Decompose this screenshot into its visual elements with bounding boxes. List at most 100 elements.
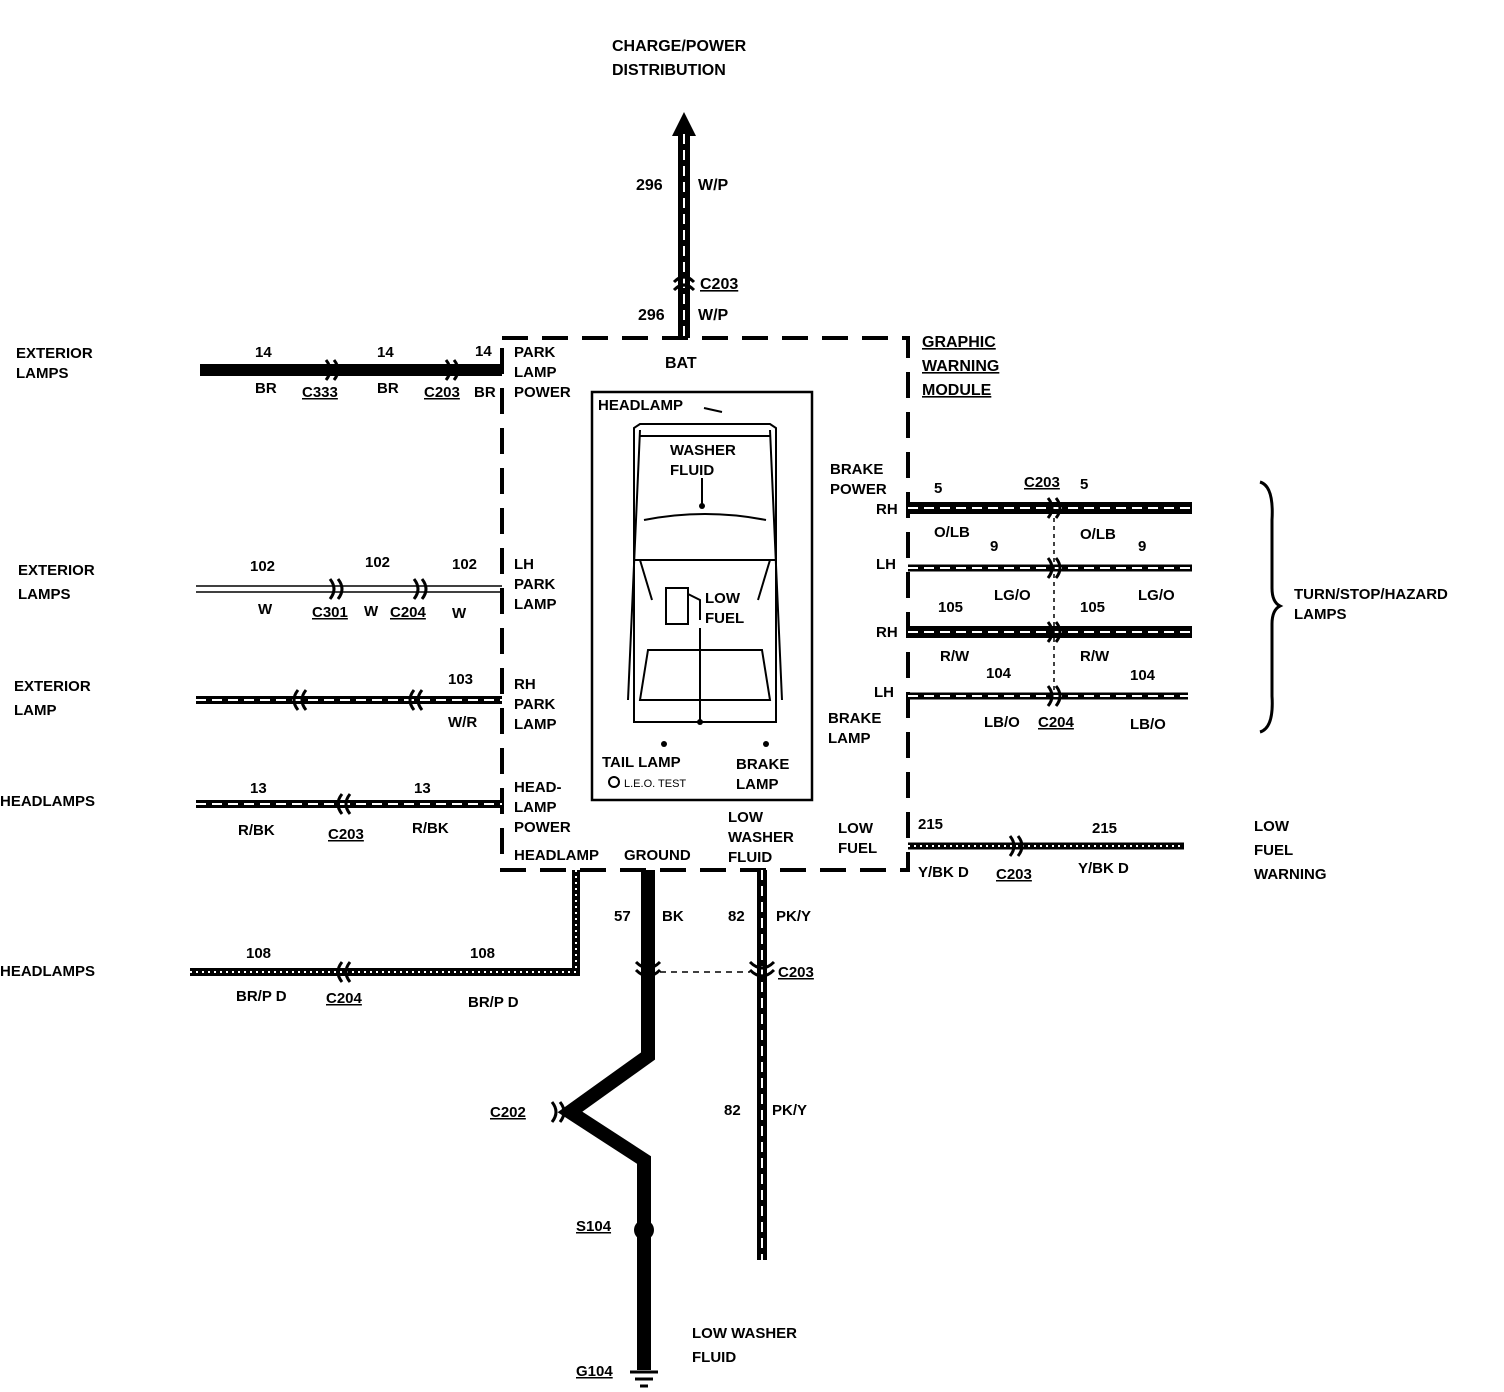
dest-exterior-3a: EXTERIOR [14, 678, 91, 695]
c215-b: 215 [1092, 820, 1117, 837]
pin-lh-1: LH [876, 556, 896, 573]
wire-row-13: HEADLAMPS 13 13 R/BK R/BK C203 [0, 780, 502, 843]
graphic-warning-module: GRAPHIC WARNING MODULE BAT PARK LAMP POW… [500, 334, 999, 872]
olb-b: O/LB [1080, 526, 1116, 543]
connector-left-row3-b [408, 689, 424, 711]
pin-low-washer-1: LOW [728, 809, 764, 826]
pin-rh-park-1: RH [514, 676, 536, 693]
connector-c203-fuel [1008, 835, 1024, 857]
dest-fuel-2: FUEL [1254, 842, 1293, 859]
pin-head-power-2: LAMP [514, 799, 557, 816]
label-g104: G104 [576, 1363, 613, 1380]
pin-lh-park-3: LAMP [514, 596, 557, 613]
rbk-a: R/BK [238, 822, 275, 839]
c105-a: 105 [938, 599, 963, 616]
lbo-b: LB/O [1130, 716, 1166, 733]
connector-c333 [324, 359, 340, 381]
label-c204-row5: C204 [326, 990, 363, 1007]
top-circuit-a: 296 [636, 177, 663, 194]
module-title2: WARNING [922, 358, 999, 375]
olb-a: O/LB [934, 524, 970, 541]
c13-b: 13 [414, 780, 431, 797]
w-b: W [364, 603, 379, 620]
lgo-a: LG/O [994, 587, 1031, 604]
pin-brake-power-2: POWER [830, 481, 887, 498]
pin-low-fuel-2: FUEL [838, 840, 877, 857]
connector-105 [1046, 621, 1062, 643]
dest-fuel-1: LOW [1254, 818, 1290, 835]
top-dest-line2: DISTRIBUTION [612, 62, 726, 79]
rw-a: R/W [940, 648, 970, 665]
vehicle-outline-icon [627, 407, 783, 747]
ground-icon [630, 1370, 658, 1388]
top-connector-label: C203 [700, 276, 738, 293]
pin-rh-2: RH [876, 624, 898, 641]
brp-b: BR/P D [468, 994, 519, 1011]
right-wires: 5 5 O/LB O/LB C203 9 9 LG/O LG/O 105 105… [908, 474, 1448, 883]
display-brake-2: LAMP [736, 776, 779, 793]
pin-brake-lamp-1: BRAKE [828, 710, 881, 727]
display-panel [590, 390, 814, 802]
c57: 57 [614, 908, 631, 925]
wire-row-102: EXTERIOR LAMPS 102 102 102 W W W C301 C2… [18, 554, 502, 622]
br-c: BR [474, 384, 496, 401]
wire-row-14: EXTERIOR LAMPS 14 14 14 BR BR BR C333 C2… [16, 343, 502, 401]
rw-b: R/W [1080, 648, 1110, 665]
w-a: W [258, 601, 273, 618]
top-circuit-b: 296 [638, 307, 665, 324]
connector-c204-right [1046, 685, 1062, 707]
test-button-icon [608, 776, 620, 788]
br-b: BR [377, 380, 399, 397]
br-a: BR [255, 380, 277, 397]
pin-lh-2: LH [874, 684, 894, 701]
pin-lh-park-2: PARK [514, 576, 556, 593]
wire-row-108: HEADLAMPS 108 108 BR/P D BR/P D C204 [0, 870, 580, 1011]
wire-row-103: EXTERIOR LAMP 103 W/R [14, 671, 502, 731]
dest-turn-1: TURN/STOP/HAZARD [1294, 586, 1448, 603]
display-brake-1: BRAKE [736, 756, 789, 773]
dest-fuel-3: WARNING [1254, 866, 1327, 883]
connector-c203-right [1046, 497, 1062, 519]
lgo-b: LG/O [1138, 587, 1175, 604]
dest-turn-2: LAMPS [1294, 606, 1347, 623]
connector-c203-bottom [748, 960, 776, 978]
c103: 103 [448, 671, 473, 688]
pin-lh-park-1: LH [514, 556, 534, 573]
display-low-fuel-2: FUEL [705, 610, 744, 627]
bk: BK [662, 908, 684, 925]
connector-c301 [328, 578, 344, 600]
dest-exterior-1a: EXTERIOR [16, 345, 93, 362]
pin-ground: GROUND [624, 847, 691, 864]
w-c: W [452, 605, 467, 622]
label-s104: S104 [576, 1218, 612, 1235]
connector-c202 [550, 1101, 566, 1123]
brp-a: BR/P D [236, 988, 287, 1005]
connector-c203-top [672, 275, 696, 292]
splice-s104-icon [634, 1220, 654, 1240]
display-low-fuel-1: LOW [705, 590, 741, 607]
c14-b: 14 [377, 344, 394, 361]
c104-a: 104 [986, 665, 1012, 682]
c82-b: 82 [724, 1102, 741, 1119]
label-c301: C301 [312, 604, 348, 621]
top-dest-line1: CHARGE/POWER [612, 38, 747, 55]
dest-exterior-2a: EXTERIOR [18, 562, 95, 579]
pin-head-power-1: HEAD- [514, 779, 562, 796]
pin-brake-lamp-2: LAMP [828, 730, 871, 747]
arrow-up-icon [672, 112, 696, 136]
connector-c203-row4 [336, 793, 352, 815]
pin-park-power-2: LAMP [514, 364, 557, 381]
wr: W/R [448, 714, 477, 731]
c215-a: 215 [918, 816, 943, 833]
label-c333: C333 [302, 384, 338, 401]
dest-exterior-1b: LAMPS [16, 365, 69, 382]
label-c203-row1: C203 [424, 384, 460, 401]
dest-exterior-2b: LAMPS [18, 586, 71, 603]
wire-57-ground [557, 870, 655, 1370]
top-color-a: W/P [698, 177, 729, 194]
dest-exterior-3b: LAMP [14, 702, 57, 719]
c102-b: 102 [365, 554, 390, 571]
c9-a: 9 [990, 538, 998, 555]
pky-a: PK/Y [776, 908, 811, 925]
